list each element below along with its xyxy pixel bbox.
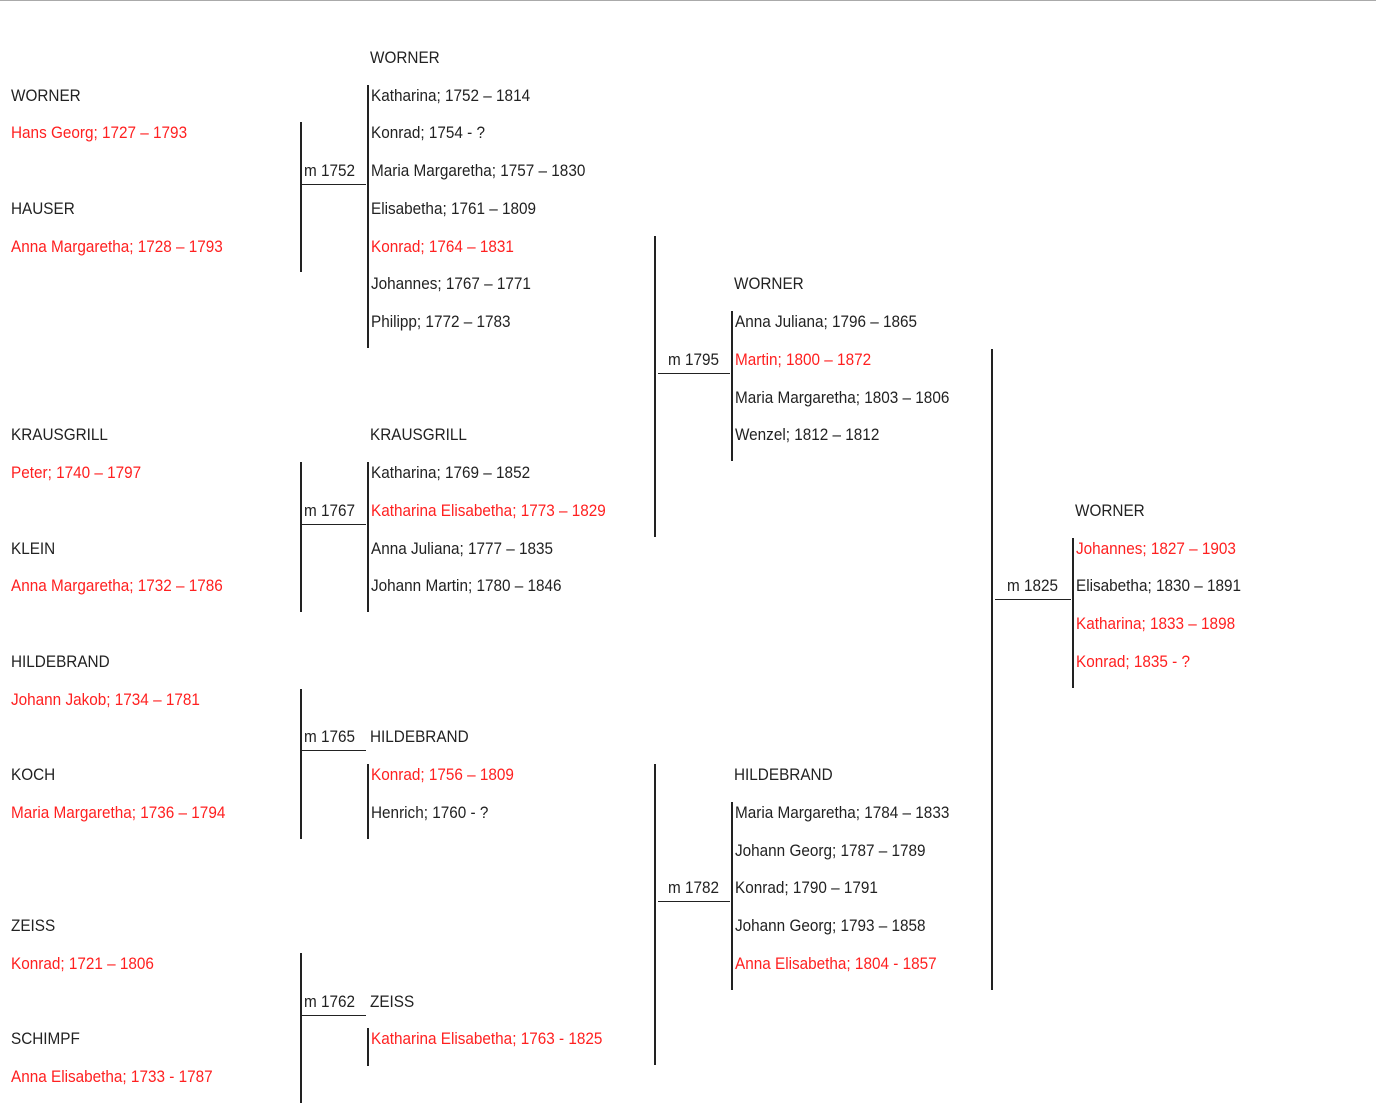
child-entry: Maria Margaretha; 1757 – 1830 (371, 161, 586, 180)
couple-connector-line (300, 462, 302, 612)
children-bracket-line (1072, 538, 1074, 688)
surname-label: ZEISS (370, 992, 415, 1011)
child-entry: Johannes; 1827 – 1903 (1076, 539, 1236, 558)
couple-connector-line (300, 122, 302, 272)
marriage-line (658, 901, 730, 902)
surname-label: KRAUSGRILL (370, 425, 467, 444)
surname-label: KOCH (11, 765, 56, 784)
children-bracket-line (367, 1028, 369, 1066)
couple-connector-line (654, 764, 656, 1065)
children-bracket-line (367, 462, 369, 612)
child-entry: Philipp; 1772 – 1783 (371, 312, 511, 331)
person-entry: Anna Elisabetha; 1733 - 1787 (11, 1067, 213, 1086)
child-entry: Konrad; 1756 – 1809 (371, 765, 514, 784)
surname-label: ZEISS (11, 916, 56, 935)
child-entry: Katharina; 1833 – 1898 (1076, 614, 1236, 633)
child-entry: Konrad; 1835 - ? (1076, 652, 1190, 671)
person-entry: Johann Jakob; 1734 – 1781 (11, 690, 200, 709)
marriage-label: m 1782 (668, 878, 720, 897)
person-entry: Anna Margaretha; 1732 – 1786 (11, 576, 223, 595)
marriage-line (302, 524, 366, 525)
surname-label: KLEIN (11, 539, 56, 558)
marriage-label: m 1825 (1007, 576, 1059, 595)
person-entry: Maria Margaretha; 1736 – 1794 (11, 803, 226, 822)
child-entry: Katharina Elisabetha; 1773 – 1829 (371, 501, 606, 520)
marriage-line (658, 373, 730, 374)
child-entry: Konrad; 1764 – 1831 (371, 237, 514, 256)
person-entry: Konrad; 1721 – 1806 (11, 954, 154, 973)
marriage-line (302, 750, 366, 751)
surname-label: WORNER (1075, 501, 1145, 520)
marriage-label: m 1762 (304, 992, 356, 1011)
child-entry: Elisabetha; 1830 – 1891 (1076, 576, 1242, 595)
child-entry: Anna Juliana; 1777 – 1835 (371, 539, 554, 558)
surname-label: WORNER (11, 86, 81, 105)
person-entry: Anna Margaretha; 1728 – 1793 (11, 237, 223, 256)
surname-label: HAUSER (11, 199, 75, 218)
marriage-line (302, 1015, 366, 1016)
child-entry: Katharina; 1752 – 1814 (371, 86, 531, 105)
surname-label: HILDEBRAND (11, 652, 110, 671)
surname-label: WORNER (734, 274, 804, 293)
surname-label: WORNER (370, 48, 440, 67)
child-entry: Katharina Elisabetha; 1763 - 1825 (371, 1029, 603, 1048)
children-bracket-line (731, 311, 733, 461)
child-entry: Katharina; 1769 – 1852 (371, 463, 531, 482)
child-entry: Wenzel; 1812 – 1812 (735, 425, 880, 444)
child-entry: Anna Juliana; 1796 – 1865 (735, 312, 918, 331)
child-entry: Johann Georg; 1787 – 1789 (735, 841, 926, 860)
marriage-line (302, 184, 366, 185)
children-bracket-line (367, 85, 369, 348)
marriage-label: m 1752 (304, 161, 356, 180)
surname-label: HILDEBRAND (370, 727, 469, 746)
surname-label: HILDEBRAND (734, 765, 833, 784)
marriage-line (995, 599, 1071, 600)
children-bracket-line (367, 764, 369, 839)
surname-label: SCHIMPF (11, 1029, 80, 1048)
marriage-label: m 1795 (668, 350, 720, 369)
couple-connector-line (300, 689, 302, 839)
child-entry: Johann Martin; 1780 – 1846 (371, 576, 562, 595)
person-entry: Hans Georg; 1727 – 1793 (11, 123, 188, 142)
marriage-label: m 1767 (304, 501, 356, 520)
children-bracket-line (731, 802, 733, 990)
child-entry: Johannes; 1767 – 1771 (371, 274, 531, 293)
child-entry: Martin; 1800 – 1872 (735, 350, 872, 369)
surname-label: KRAUSGRILL (11, 425, 108, 444)
child-entry: Maria Margaretha; 1803 – 1806 (735, 388, 950, 407)
child-entry: Elisabetha; 1761 – 1809 (371, 199, 537, 218)
person-entry: Peter; 1740 – 1797 (11, 463, 142, 482)
child-entry: Johann Georg; 1793 – 1858 (735, 916, 926, 935)
top-border (0, 0, 1376, 1)
couple-connector-line (300, 953, 302, 1103)
child-entry: Konrad; 1790 – 1791 (735, 878, 878, 897)
child-entry: Konrad; 1754 - ? (371, 123, 485, 142)
child-entry: Maria Margaretha; 1784 – 1833 (735, 803, 950, 822)
child-entry: Anna Elisabetha; 1804 - 1857 (735, 954, 937, 973)
child-entry: Henrich; 1760 - ? (371, 803, 489, 822)
couple-connector-line (991, 349, 993, 990)
couple-connector-line (654, 236, 656, 537)
marriage-label: m 1765 (304, 727, 356, 746)
